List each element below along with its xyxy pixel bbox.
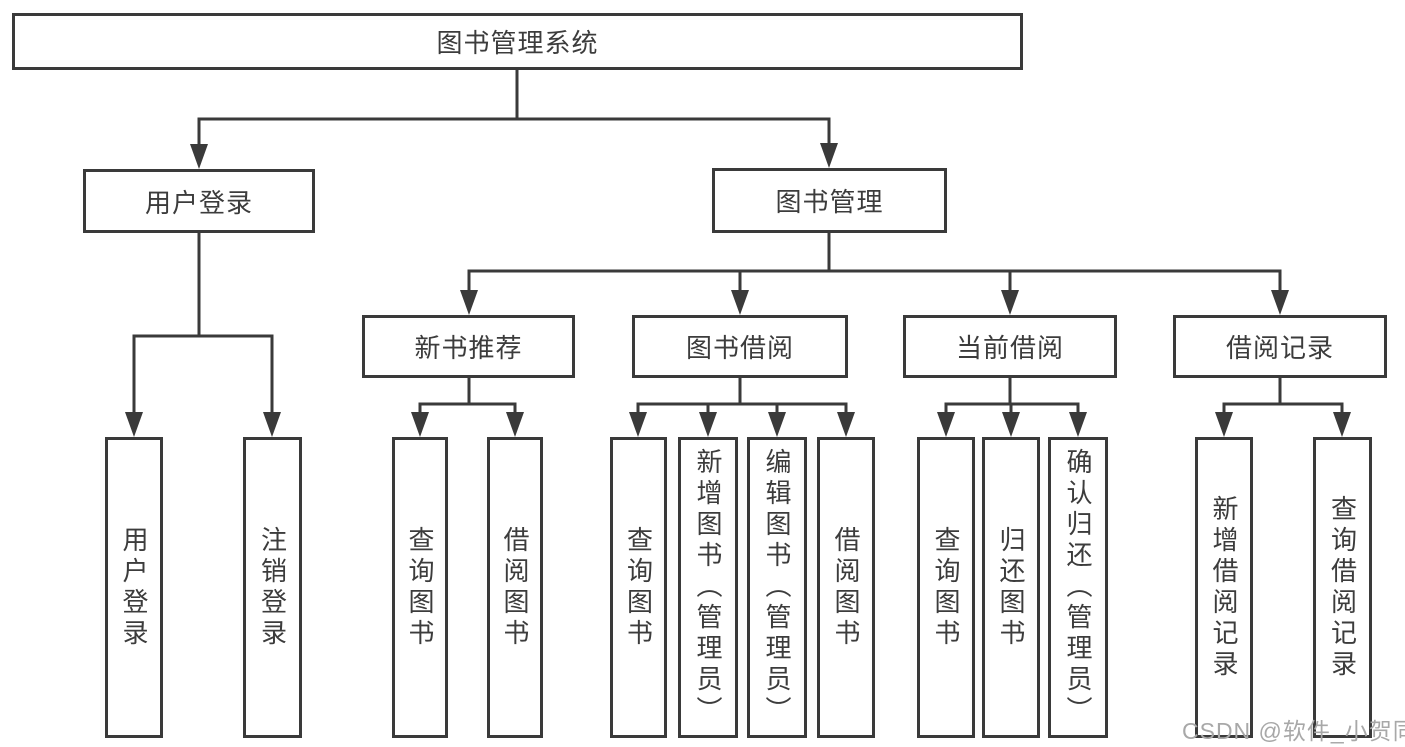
- arrowhead-cur-confirm-return: [1069, 412, 1087, 437]
- connector-lines: [132, 70, 1344, 412]
- node-book-mgmt-label: 图书管理: [775, 187, 884, 217]
- node-book-mgmt: 图书管理: [712, 168, 947, 233]
- node-cur-return-book: 归还图书: [982, 437, 1040, 738]
- arrowhead-borrow-record: [1271, 290, 1289, 315]
- node-rcd-add-record-label: 新增借阅记录: [1209, 494, 1239, 681]
- node-cur-query-book: 查询图书: [917, 437, 975, 738]
- arrowhead-bor-borrow-book: [837, 412, 855, 437]
- arrowhead-book-borrow: [731, 290, 749, 315]
- node-new-book-rec: 新书推荐: [362, 315, 575, 378]
- node-root: 图书管理系统: [12, 13, 1023, 70]
- arrowhead-bor-query-book: [629, 412, 647, 437]
- node-bor-query-book: 查询图书: [610, 437, 667, 738]
- node-bor-query-book-label: 查询图书: [623, 525, 654, 650]
- arrowhead-rec-query-book: [411, 412, 429, 437]
- node-rcd-add-record: 新增借阅记录: [1195, 437, 1253, 738]
- node-leaf-user-login-label: 用户登录: [119, 525, 149, 650]
- node-bor-borrow-book-label: 借阅图书: [831, 525, 861, 650]
- arrowhead-cur-return-book: [1002, 412, 1020, 437]
- node-leaf-logout: 注销登录: [243, 437, 302, 738]
- node-new-book-rec-label: 新书推荐: [414, 333, 523, 363]
- node-rcd-query-record: 查询借阅记录: [1313, 437, 1372, 738]
- node-borrow-record: 借阅记录: [1173, 315, 1387, 378]
- arrowhead-bor-add-book: [699, 412, 717, 437]
- arrowheads: [125, 143, 1351, 437]
- node-bor-edit-book: 编辑图书（管理员）: [747, 437, 807, 738]
- node-cur-query-book-label: 查询图书: [931, 525, 961, 650]
- arrowhead-leaf-logout: [263, 412, 281, 437]
- arrowhead-cur-query-book: [937, 412, 955, 437]
- node-cur-confirm-return-label: 确认归还（管理员）: [1063, 448, 1093, 727]
- node-bor-add-book: 新增图书（管理员）: [678, 437, 738, 738]
- node-book-borrow: 图书借阅: [632, 315, 848, 378]
- node-rec-borrow-book: 借阅图书: [487, 437, 543, 738]
- node-book-borrow-label: 图书借阅: [685, 333, 794, 363]
- node-leaf-user-login: 用户登录: [105, 437, 163, 738]
- node-leaf-logout-label: 注销登录: [257, 525, 288, 650]
- node-current-borrow: 当前借阅: [903, 315, 1117, 378]
- arrowhead-rec-borrow-book: [506, 412, 524, 437]
- node-cur-confirm-return: 确认归还（管理员）: [1048, 437, 1108, 738]
- arrowhead-rcd-add-record: [1215, 412, 1233, 437]
- node-bor-borrow-book: 借阅图书: [817, 437, 875, 738]
- node-current-borrow-label: 当前借阅: [955, 333, 1064, 363]
- arrowhead-user-login: [190, 144, 208, 169]
- node-cur-return-book-label: 归还图书: [996, 525, 1026, 650]
- csdn-watermark: CSDN @软件_小贺同学: [1182, 718, 1405, 744]
- node-rcd-query-record-label: 查询借阅记录: [1327, 494, 1358, 681]
- node-user-login-label: 用户登录: [144, 187, 253, 218]
- node-bor-edit-book-label: 编辑图书（管理员）: [762, 448, 792, 727]
- arrowhead-leaf-user-login: [125, 412, 143, 437]
- arrowhead-current-borrow: [1001, 290, 1019, 315]
- node-root-label: 图书管理系统: [436, 28, 599, 58]
- node-rec-query-book-label: 查询图书: [405, 525, 435, 650]
- node-borrow-record-label: 借阅记录: [1225, 333, 1334, 363]
- arrowhead-book-mgmt: [820, 143, 838, 168]
- node-bor-add-book-label: 新增图书（管理员）: [693, 448, 723, 727]
- arrowhead-bor-edit-book: [768, 412, 786, 437]
- arrowhead-rcd-query-record: [1333, 412, 1351, 437]
- node-user-login: 用户登录: [83, 169, 315, 233]
- node-rec-borrow-book-label: 借阅图书: [500, 525, 530, 650]
- arrowhead-new-book-rec: [460, 290, 478, 315]
- node-rec-query-book: 查询图书: [392, 437, 448, 738]
